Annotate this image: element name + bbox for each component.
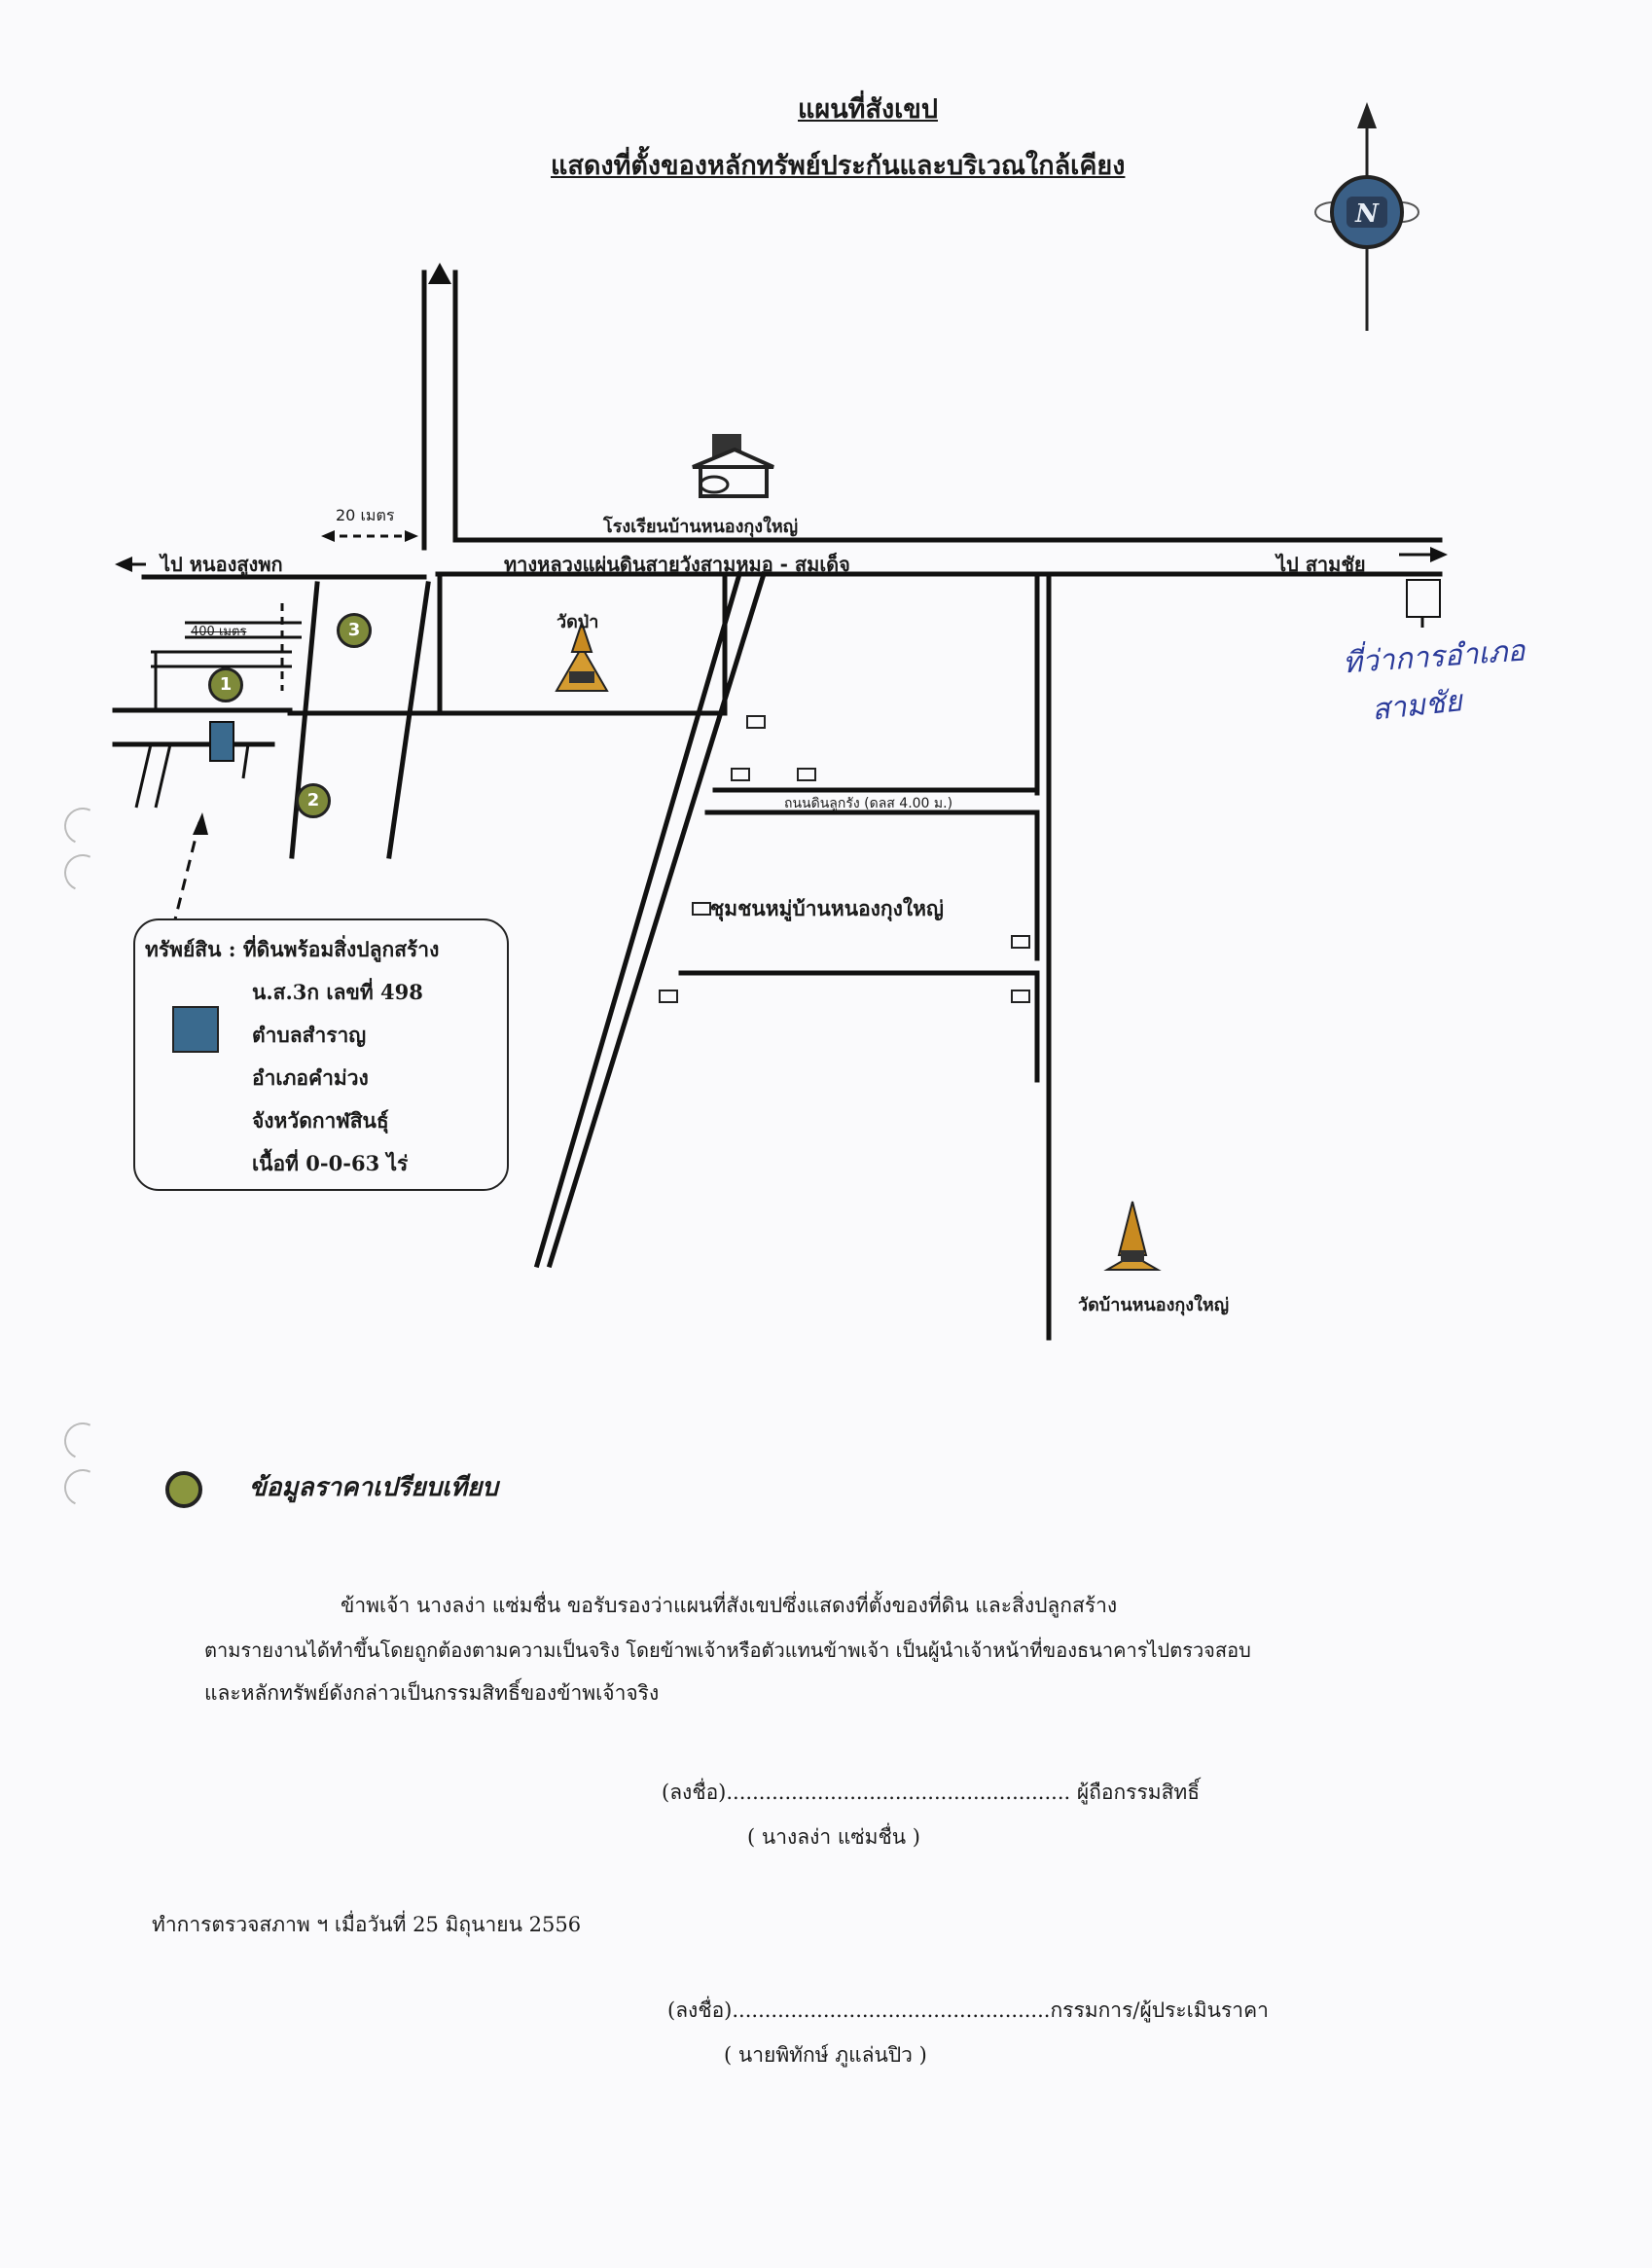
- property-province: จังหวัดกาฬสินธุ์: [252, 1108, 389, 1133]
- school-label: โรงเรียนบ้านหนองกุงใหญ่: [603, 517, 799, 537]
- compass-icon: N: [1294, 97, 1440, 341]
- statement-line-1: ข้าพเจ้า นางลง่า แซ่มชื่น ขอรับรองว่าแผน…: [341, 1594, 1118, 1617]
- community-label: ชุมชนหมู่บ้านหนองกุงใหญ่: [710, 897, 944, 920]
- temple-b-label: วัดบ้านหนองกุงใหญ่: [1078, 1295, 1230, 1315]
- main-road-label: ทางหลวงแผ่นดินสายวังสามหมอ - สมเด็จ: [504, 553, 850, 576]
- statement-line-3: และหลักทรัพย์ดังกล่าวเป็นกรรมสิทธิ์ของข้…: [204, 1681, 660, 1705]
- distance-400m-label: 400 เมตร: [191, 625, 247, 639]
- road-map: [112, 263, 1448, 1341]
- marker-3: 3: [337, 613, 372, 648]
- to-east-label: ไป สามชัย: [1276, 553, 1366, 576]
- soil-road-label: ถนนดินลูกรัง (ดลส 4.00 ม.): [784, 796, 953, 811]
- distance-20m-label: 20 เมตร: [336, 506, 395, 524]
- compass-letter: N: [1354, 199, 1380, 229]
- to-west-label: ไป หนองสูงพก: [161, 553, 283, 576]
- assessor-signature-line: (ลงชื่อ)................................…: [667, 1998, 1269, 2022]
- property-swatch: [172, 1006, 219, 1053]
- handwritten-samchai: สามชัย: [1370, 684, 1464, 728]
- property-subdistrict: ตำบลสำราญ: [252, 1023, 367, 1047]
- property-district: อำเภอคำม่วง: [252, 1065, 369, 1090]
- page-title: แผนที่สังเขป: [798, 94, 938, 125]
- property-area: เนื้อที่ 0-0-63 ไร่: [252, 1151, 409, 1175]
- statement-line-2: ตามรายงานได้ทำขึ้นโดยถูกต้องตามความเป็นจ…: [204, 1638, 1251, 1662]
- property-deed: น.ส.3ก เลขที่ 498: [252, 980, 423, 1004]
- inspection-date: ทำการตรวจสภาพ ฯ เมื่อวันที่ 25 มิถุนายน …: [152, 1913, 582, 1936]
- assessor-name: ( นายพิทักษ์ ภูแล่นปิว ): [724, 2043, 927, 2067]
- punch-hole: [58, 1463, 107, 1512]
- owner-name: ( นางลง่า แซ่มชื่น ): [747, 1825, 920, 1849]
- owner-signature-line: (ลงชื่อ)................................…: [662, 1781, 1201, 1804]
- marker-2: 2: [296, 783, 331, 818]
- temple-a-label: วัดป่า: [557, 612, 599, 632]
- marker-1: 1: [208, 667, 243, 702]
- section-heading: ข้อมูลราคาเปรียบเทียบ: [249, 1473, 498, 1502]
- property-heading: ทรัพย์สิน : ที่ดินพร้อมสิ่งปลูกสร้าง: [145, 937, 440, 961]
- page-subtitle: แสดงที่ตั้งของหลักทรัพย์ประกันและบริเวณใ…: [551, 151, 1126, 181]
- property-info-box: ทรัพย์สิน : ที่ดินพร้อมสิ่งปลูกสร้าง น.ส…: [133, 918, 509, 1191]
- section-bullet-icon: [165, 1471, 202, 1508]
- punch-hole: [58, 1417, 107, 1465]
